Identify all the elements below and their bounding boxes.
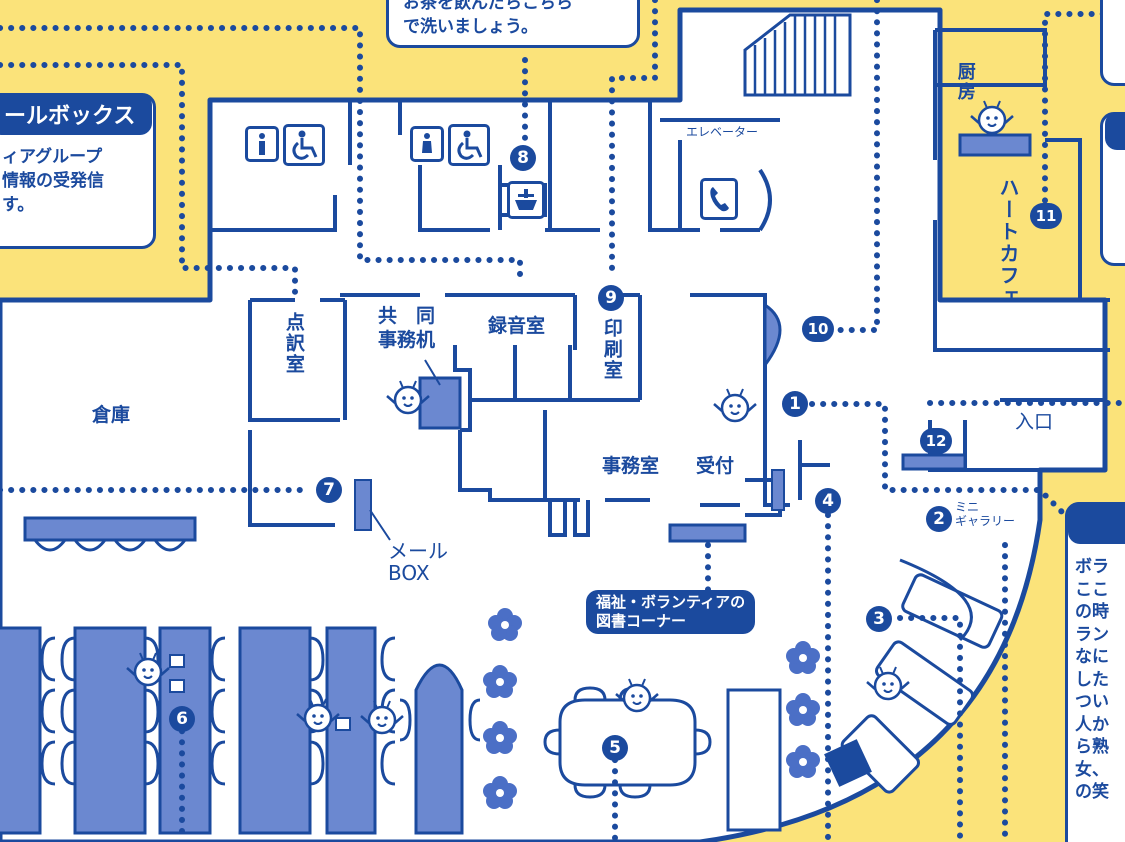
marker-1: 1 [782, 391, 808, 417]
room-recording: 録音室 [488, 315, 546, 337]
marker-9: 9 [598, 285, 624, 311]
telephone-icon [700, 178, 738, 220]
callout-volunteer-text: ボラ ここ の時 ラン なに した つい 人か ら熟 女、 の笑 [1075, 557, 1109, 802]
marker-11: 11 [1030, 203, 1062, 229]
room-office: 事務室 [602, 455, 660, 477]
marker-7: 7 [316, 477, 342, 503]
room-heart-cafe: ハートカフェ [996, 177, 1020, 309]
marker-6: 6 [169, 706, 195, 732]
callout-volunteer-header [1068, 502, 1125, 544]
callout-mailbox-body: ィアグループ 情報の受発信 す。 [2, 147, 104, 215]
callout-top-note-text: お茶を飲んだらこちら で洗いましょう。 [403, 0, 573, 37]
room-entrance: 入口 [1015, 411, 1054, 433]
wheelchair-icon [448, 124, 490, 166]
restroom-icon [410, 126, 444, 162]
callout-right-top [1100, 0, 1125, 86]
room-kitchen: 厨房 [954, 62, 976, 102]
room-storage: 倉庫 [92, 404, 131, 426]
wheelchair-icon [283, 124, 325, 166]
room-elevator: エレベーター [686, 125, 759, 139]
room-printing: 印刷室 [600, 318, 623, 381]
restroom-icon [245, 126, 279, 162]
marker-12: 12 [920, 428, 952, 454]
marker-4: 4 [815, 488, 841, 514]
marker-5: 5 [602, 735, 628, 761]
marker-3: 3 [866, 606, 892, 632]
sink-icon [507, 181, 545, 219]
library-corner-tag: 福祉・ボランティアの 図書コーナー [586, 590, 756, 634]
room-braille: 点訳室 [282, 312, 305, 375]
marker-2: 2 [926, 506, 952, 532]
callout-volunteer [1065, 502, 1125, 842]
room-mini-gallery: ミニ ギャラリー [955, 500, 1016, 528]
room-reception: 受付 [696, 455, 735, 477]
marker-10: 10 [802, 316, 834, 342]
room-office-machine: 共 同 事務机 [378, 305, 436, 351]
callout-mailbox-title: ールボックス [0, 93, 152, 135]
callout-right-mid-header [1105, 112, 1125, 150]
marker-8: 8 [510, 145, 536, 171]
callout-top-note: お茶を飲んだらこちら で洗いましょう。 [386, 0, 640, 48]
mail-box-label: メール BOX [388, 539, 448, 585]
